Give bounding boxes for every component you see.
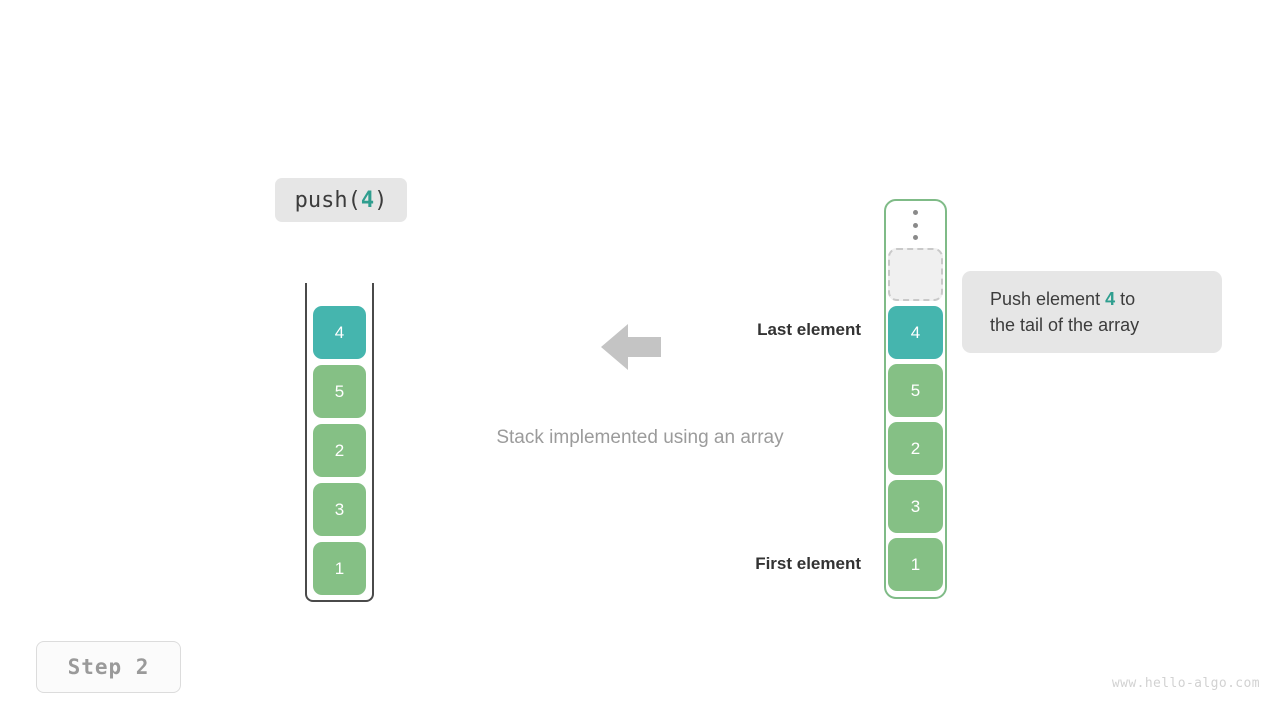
stack-cell: 5 xyxy=(313,365,366,418)
step-badge: Step 2 xyxy=(36,641,181,693)
stack-cell: 3 xyxy=(313,483,366,536)
tooltip: Push element 4 to the tail of the array xyxy=(962,271,1222,353)
tooltip-argument: 4 xyxy=(1105,289,1116,309)
dot xyxy=(912,235,918,240)
dot xyxy=(912,210,918,215)
array-cell: 4 xyxy=(888,306,943,359)
stack-cell: 2 xyxy=(313,424,366,477)
array-cell: 5 xyxy=(888,364,943,417)
tooltip-line1-before: Push element xyxy=(990,289,1106,309)
vertical-dots-icon xyxy=(909,210,921,240)
array-cell-list: 4 5 2 3 1 xyxy=(888,248,943,591)
left-arrow-icon xyxy=(601,324,661,370)
operation-badge: push(4) xyxy=(275,178,407,222)
tooltip-line1-after: to xyxy=(1115,289,1136,309)
stack-container xyxy=(305,283,374,602)
dot xyxy=(912,222,918,228)
diagram-caption: Stack implemented using an array xyxy=(496,427,784,448)
array-cell: 1 xyxy=(888,538,943,591)
operation-prefix: push( xyxy=(294,187,361,213)
operation-suffix: ) xyxy=(374,187,388,213)
operation-argument: 4 xyxy=(360,187,375,213)
array-cell: 2 xyxy=(888,422,943,475)
last-element-label: Last element xyxy=(757,320,861,339)
tooltip-line2: the tail of the array xyxy=(990,315,1140,335)
first-element-label: First element xyxy=(755,554,861,573)
stack-cell: 1 xyxy=(313,542,366,595)
stack-cell-list: 4 5 2 3 1 xyxy=(313,306,366,595)
tooltip-text: Push element 4 to the tail of the array xyxy=(990,286,1139,338)
array-empty-slot xyxy=(888,248,943,301)
watermark: www.hello-algo.com xyxy=(1111,676,1260,691)
stack-cell: 4 xyxy=(313,306,366,359)
array-cell: 3 xyxy=(888,480,943,533)
